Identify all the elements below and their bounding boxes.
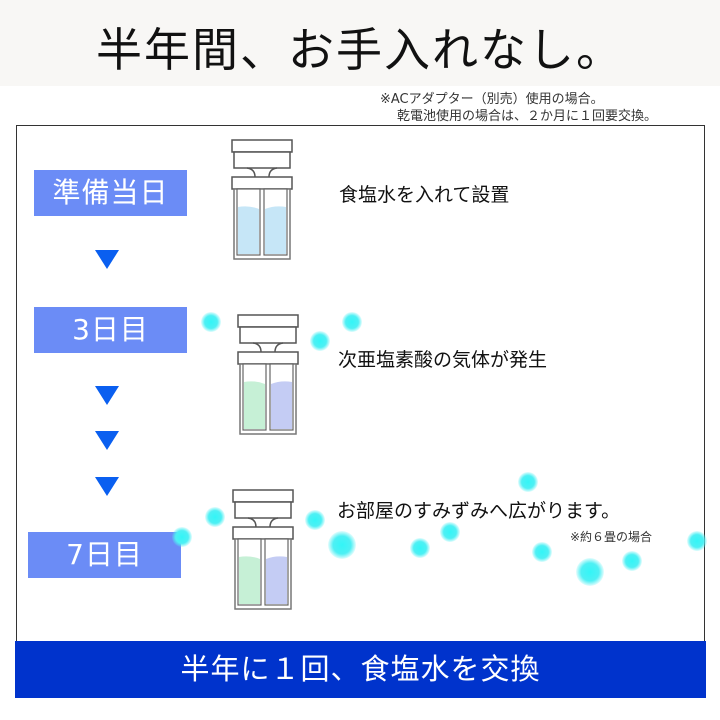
particle-icon: [305, 510, 325, 530]
battery-note: 乾電池使用の場合は、２か月に１回要交換。: [397, 109, 658, 124]
particle-icon: [172, 527, 192, 547]
header-band: 半年間、お手入れなし。: [0, 0, 720, 86]
timeline-frame: [16, 125, 705, 685]
particle-icon: [328, 531, 356, 559]
step-description-day7: お部屋のすみずみへ広がります。: [337, 500, 621, 522]
particle-icon: [518, 472, 538, 492]
particle-icon: [310, 331, 330, 351]
particle-icon: [440, 522, 460, 542]
down-arrow-icon: [95, 477, 119, 496]
device-icon-blue: [231, 139, 293, 260]
particle-icon: [342, 312, 362, 332]
ac-adapter-note: ※ACアダプター（別売）使用の場合。: [380, 92, 604, 107]
step-description-day0: 食塩水を入れて設置: [339, 184, 510, 206]
device-icon-gas: [237, 314, 299, 435]
room-size-note: ※約６畳の場合: [570, 530, 653, 544]
particle-icon: [205, 507, 225, 527]
step-description-day3: 次亜塩素酸の気体が発生: [338, 349, 548, 371]
step-label-day3: 3日目: [34, 307, 187, 353]
particle-icon: [532, 542, 552, 562]
step-label-day0: 準備当日: [34, 170, 187, 216]
down-arrow-icon: [95, 431, 119, 450]
particle-icon: [410, 538, 430, 558]
step-label-day7: 7日目: [28, 532, 181, 578]
down-arrow-icon: [95, 250, 119, 269]
particle-icon: [576, 558, 604, 586]
particle-icon: [201, 312, 221, 332]
device-icon-spread: [232, 489, 294, 610]
particle-icon: [687, 531, 707, 551]
page-title: 半年間、お手入れなし。: [96, 23, 624, 77]
bottom-banner: 半年に１回、食塩水を交換: [15, 641, 706, 698]
down-arrow-icon: [95, 386, 119, 405]
particle-icon: [622, 551, 642, 571]
